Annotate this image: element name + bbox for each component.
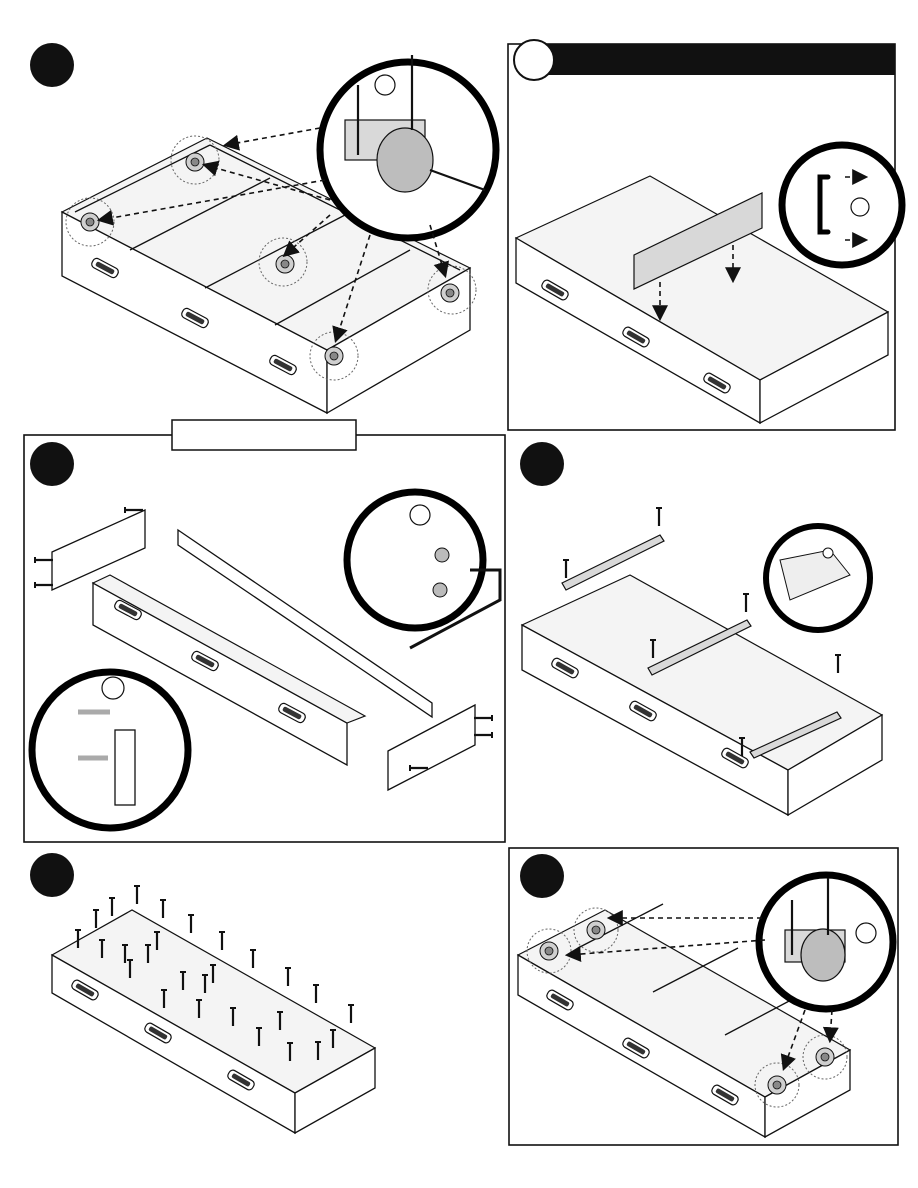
step-casters-2: [509, 848, 898, 1145]
bracket-detail-callout: [782, 145, 902, 265]
step-frame: [24, 420, 505, 842]
step-header-label-3: [172, 420, 356, 450]
caster-detail-callout: [320, 55, 496, 238]
step-badge-3: [30, 442, 74, 486]
step-slats: [520, 442, 882, 815]
end-panel-left: [52, 510, 145, 590]
step-badge-1: [30, 43, 74, 87]
detail-badge: [375, 75, 395, 95]
caster-detail-callout-2: [759, 875, 893, 1009]
end-panel-right: [388, 705, 475, 790]
dowel-detail-callout: [32, 672, 188, 828]
step-screws: [30, 853, 375, 1133]
slat-notch-detail-callout: [766, 526, 870, 630]
step-header-bar-2: [540, 44, 895, 75]
step-casters-1: [30, 43, 496, 413]
cam-lock-detail-callout: [347, 492, 500, 648]
step-badge-4: [520, 442, 564, 486]
step-badge-2: [514, 40, 554, 80]
slat-1: [562, 535, 664, 590]
step-divider: [508, 40, 902, 430]
step-badge-5: [30, 853, 74, 897]
step-badge-6: [520, 854, 564, 898]
